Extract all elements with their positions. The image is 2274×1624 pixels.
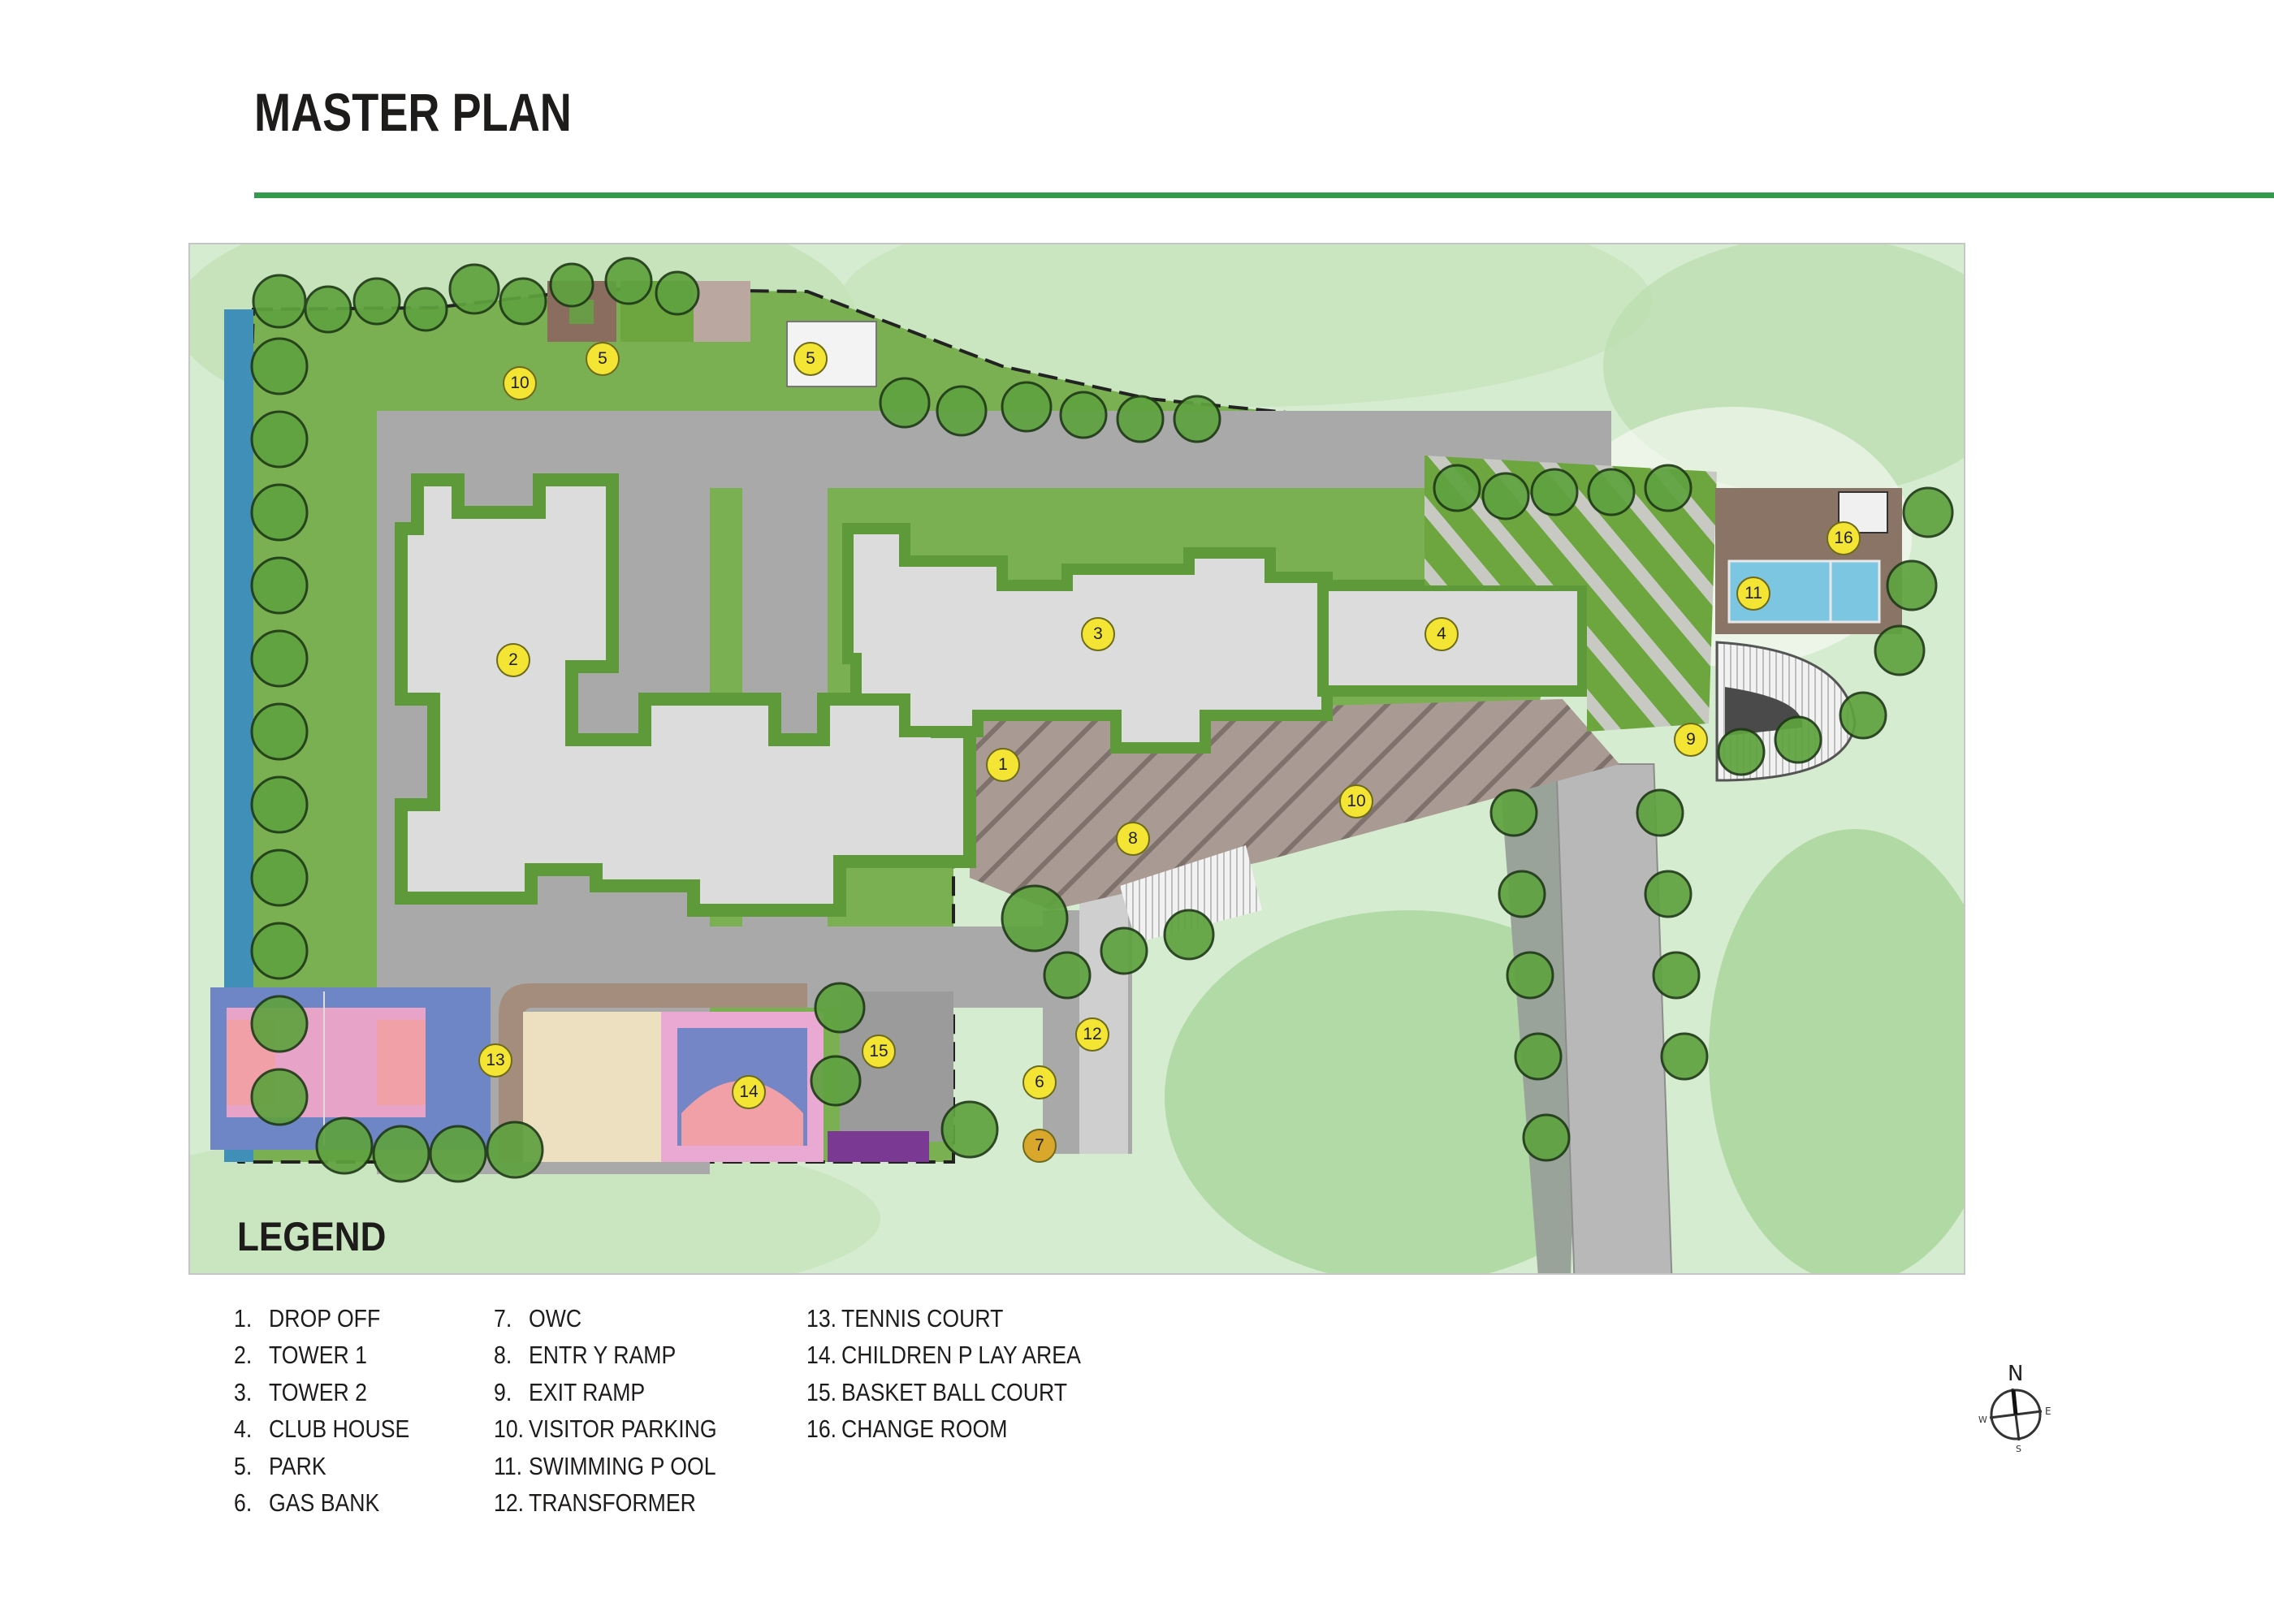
marker-7-owc[interactable]: 7 xyxy=(1022,1129,1057,1163)
legend-item: 9.EXIT RAMP xyxy=(494,1378,646,1406)
marker-14-children-play-area[interactable]: 14 xyxy=(732,1075,766,1109)
marker-1-drop-off[interactable]: 1 xyxy=(986,748,1020,782)
header-divider xyxy=(254,192,2274,198)
legend-item: 14.CHILDREN P LAY AREA xyxy=(806,1341,1081,1369)
marker-8-entry-ramp[interactable]: 8 xyxy=(1116,822,1150,856)
marker-2-tower-1[interactable]: 2 xyxy=(496,643,530,677)
marker-12-transformer[interactable]: 12 xyxy=(1075,1017,1109,1052)
marker-15-basketball-court[interactable]: 15 xyxy=(862,1034,896,1069)
master-plan-map: 1 2 3 4 5 5 6 7 8 9 10 10 11 12 13 14 15… xyxy=(188,243,1965,1275)
legend-item: 12.TRANSFORMER xyxy=(494,1488,696,1517)
legend-heading: LEGEND xyxy=(237,1214,387,1259)
legend-item: 2.TOWER 1 xyxy=(234,1341,367,1369)
marker-16-change-room[interactable]: 16 xyxy=(1827,521,1861,555)
marker-13-tennis-court[interactable]: 13 xyxy=(478,1043,512,1078)
legend-item: 3.TOWER 2 xyxy=(234,1378,367,1406)
compass-e: E xyxy=(2045,1406,2051,1417)
marker-5-park-2[interactable]: 5 xyxy=(793,342,828,376)
tree-icons xyxy=(250,257,1954,1183)
compass-s: S xyxy=(2016,1444,2021,1453)
north-arrow-compass-icon: N E S W xyxy=(1975,1356,2064,1454)
legend-item: 8.ENTR Y RAMP xyxy=(494,1341,677,1369)
marker-3-tower-2[interactable]: 3 xyxy=(1081,617,1115,651)
marker-10-visitor-parking-2[interactable]: 10 xyxy=(1339,784,1373,818)
page-title: MASTER PLAN xyxy=(254,82,572,142)
compass-n: N xyxy=(2008,1362,2023,1386)
legend-item: 7.OWC xyxy=(494,1304,582,1332)
marker-4-club-house[interactable]: 4 xyxy=(1424,617,1459,651)
legend-item: 11.SWIMMING P OOL xyxy=(494,1452,716,1480)
legend-item: 15.BASKET BALL COURT xyxy=(806,1378,1068,1406)
legend-item: 6.GAS BANK xyxy=(234,1488,380,1517)
compass-w: W xyxy=(1978,1415,1987,1425)
legend-item: 10.VISITOR PARKING xyxy=(494,1415,717,1443)
marker-5-park[interactable]: 5 xyxy=(586,342,620,376)
legend-item: 1.DROP OFF xyxy=(234,1304,381,1332)
marker-9-exit-ramp[interactable]: 9 xyxy=(1674,723,1708,757)
legend-item: 5.PARK xyxy=(234,1452,326,1480)
legend-item: 4.CLUB HOUSE xyxy=(234,1415,410,1443)
marker-6-gas-bank[interactable]: 6 xyxy=(1022,1065,1057,1099)
legend-item: 13.TENNIS COURT xyxy=(806,1304,1004,1332)
marker-10-visitor-parking[interactable]: 10 xyxy=(503,366,537,400)
legend-item: 16.CHANGE ROOM xyxy=(806,1415,1008,1443)
site-plan-drawing xyxy=(190,244,1964,1273)
marker-11-swimming-pool[interactable]: 11 xyxy=(1736,577,1770,611)
